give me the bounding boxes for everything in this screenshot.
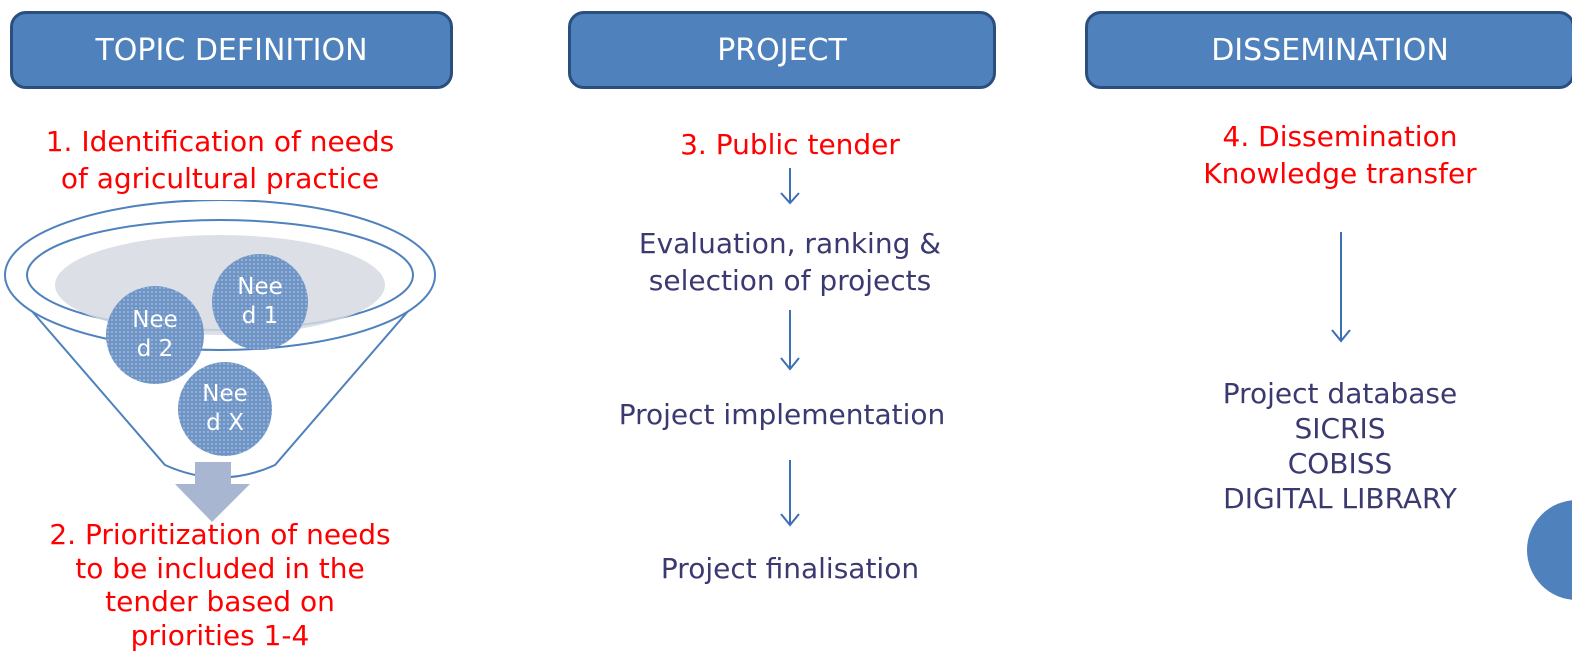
step4-line-1: 4. Dissemination xyxy=(1222,120,1458,153)
arrow-down-icon xyxy=(780,460,800,527)
evaluation-line-1: Evaluation, ranking & xyxy=(638,227,942,260)
need-1-circle: Nee d 1 xyxy=(212,254,308,350)
arrow-down-icon xyxy=(780,168,800,205)
funnel-arrow-head xyxy=(175,484,250,522)
step1-line-1: 1. Identification of needs xyxy=(45,125,395,158)
arrow-down-icon xyxy=(780,310,800,371)
need-x-circle: Nee d X xyxy=(178,362,272,456)
step2-line-2: to be included in the xyxy=(75,551,365,585)
need-x-line-1: Nee xyxy=(202,381,248,408)
project-implementation-text: Project implementation xyxy=(618,398,946,431)
header-dissemination-label: DISSEMINATION xyxy=(1211,32,1449,68)
output-cobiss: COBISS xyxy=(1287,447,1393,480)
step1-line-2: of agricultural practice xyxy=(60,161,380,195)
need-1-line-1: Nee xyxy=(237,274,283,301)
step2-prioritization-text: 2. Prioritization of needs to be include… xyxy=(0,518,440,652)
dissemination-outputs-text: Project database SICRIS COBISS DIGITAL L… xyxy=(1120,376,1560,516)
project-finalisation-text: Project finalisation xyxy=(660,552,920,585)
header-project-label: PROJECT xyxy=(717,32,847,68)
funnel-arrow-shaft xyxy=(195,462,231,484)
output-project-database: Project database xyxy=(1222,377,1458,410)
need-x-line-2: d X xyxy=(206,410,244,436)
step2-line-1: 2. Prioritization of needs xyxy=(49,518,391,551)
header-topic-definition: TOPIC DEFINITION xyxy=(10,11,453,89)
step2-line-4: priorities 1-4 xyxy=(130,618,310,652)
need-2-line-1: Nee xyxy=(132,307,178,334)
output-digital-library: DIGITAL LIBRARY xyxy=(1223,482,1457,515)
evaluation-ranking-text: Evaluation, ranking & selection of proje… xyxy=(570,226,1010,300)
step2-line-3: tender based on xyxy=(105,585,335,619)
step4-dissemination-text: 4. Dissemination Knowledge transfer xyxy=(1120,119,1560,193)
step3-public-tender: 3. Public tender xyxy=(680,128,900,161)
arrow-down-icon xyxy=(1331,232,1351,343)
header-topic-label: TOPIC DEFINITION xyxy=(95,32,368,68)
need-1-line-2: d 1 xyxy=(241,303,279,329)
step4-line-2: Knowledge transfer xyxy=(1203,156,1477,190)
header-dissemination: DISSEMINATION xyxy=(1085,11,1572,89)
output-sicris: SICRIS xyxy=(1294,412,1386,445)
need-2-line-2: d 2 xyxy=(136,336,174,362)
need-2-circle: Nee d 2 xyxy=(106,286,204,384)
evaluation-line-2: selection of projects xyxy=(648,263,932,297)
step1-identification-text: 1. Identification of needs of agricultur… xyxy=(0,124,440,198)
header-project: PROJECT xyxy=(568,11,996,89)
